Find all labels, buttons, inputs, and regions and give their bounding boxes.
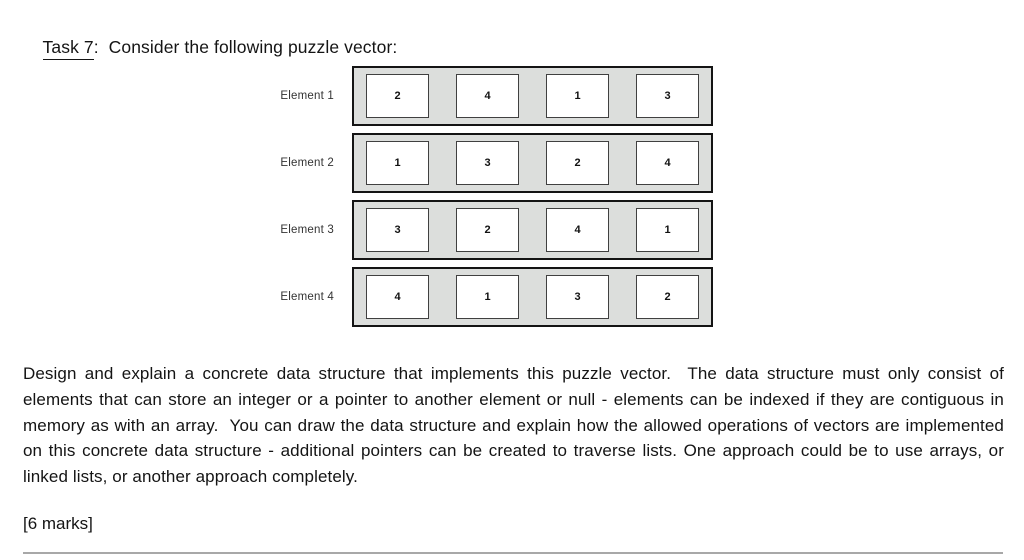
element-row-label: Element 3 bbox=[280, 224, 334, 236]
value-cell: 1 bbox=[546, 74, 609, 118]
value-cell: 4 bbox=[456, 74, 519, 118]
value-cell: 1 bbox=[636, 208, 699, 252]
task-description-paragraph: Design and explain a concrete data struc… bbox=[23, 364, 1004, 487]
task-number-label: Task 7 bbox=[42, 37, 94, 60]
value-cell: 4 bbox=[546, 208, 609, 252]
value-cell: 2 bbox=[456, 208, 519, 252]
value-cell: 1 bbox=[366, 141, 429, 185]
value-cell: 2 bbox=[546, 141, 609, 185]
element-row-label: Element 1 bbox=[280, 90, 334, 102]
task-heading: Task 7: Consider the following puzzle ve… bbox=[23, 16, 397, 79]
value-cell: 4 bbox=[366, 275, 429, 319]
value-cell: 3 bbox=[636, 74, 699, 118]
value-cell: 2 bbox=[366, 74, 429, 118]
element-row-label: Element 2 bbox=[280, 157, 334, 169]
marks-label: [6 marks] bbox=[23, 514, 93, 533]
element-row-label: Element 4 bbox=[280, 291, 334, 303]
task-heading-text: : Consider the following puzzle vector: bbox=[93, 37, 398, 57]
value-cell: 3 bbox=[456, 141, 519, 185]
value-cell: 4 bbox=[636, 141, 699, 185]
value-cell: 2 bbox=[636, 275, 699, 319]
value-cell: 3 bbox=[546, 275, 609, 319]
value-cell: 3 bbox=[366, 208, 429, 252]
value-cell: 1 bbox=[456, 275, 519, 319]
footer-divider bbox=[23, 552, 1003, 554]
